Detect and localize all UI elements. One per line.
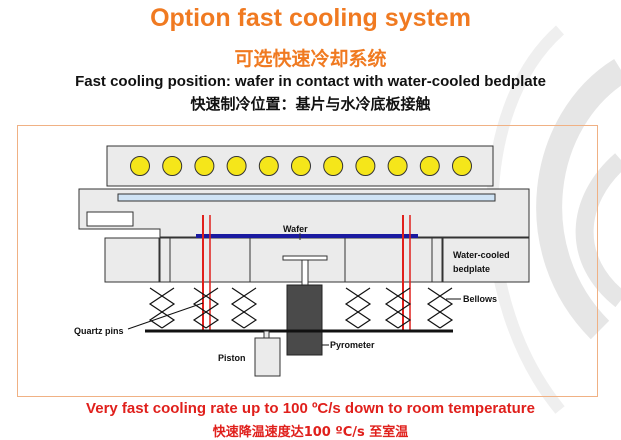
wafer: [196, 234, 418, 238]
cooling-rate-note-chinese: 快速降温速度达100 ºC/s 至室温: [212, 425, 409, 440]
subtitle-chinese: 快速制冷位置：基片与水冷底板接触: [190, 95, 431, 113]
bellows-label: Bellows: [463, 294, 497, 304]
cooling-rate-note: Very fast cooling rate up to 100 ºC/s do…: [86, 400, 535, 417]
heating-lamp: [130, 156, 150, 176]
bellows: [384, 287, 400, 329]
heating-lamp: [355, 156, 376, 176]
heating-lamp: [258, 156, 279, 176]
bellows: [426, 287, 442, 329]
wafer-label: Wafer: [283, 224, 308, 234]
bellows: [356, 287, 372, 329]
quartz-window: [117, 193, 496, 202]
pyrometer-shaft-cap: [282, 255, 328, 261]
heating-lamp: [194, 156, 215, 176]
heating-lamp: [323, 156, 344, 176]
bellows: [344, 287, 360, 329]
heating-lamp: [419, 156, 440, 176]
bedplate-left-block: [104, 237, 160, 283]
quartz-pins-pointer: [127, 302, 204, 330]
piston-rod: [263, 330, 270, 339]
bellows: [396, 287, 412, 329]
subtitle: Fast cooling position: wafer in contact …: [75, 73, 546, 90]
page-title-chinese: 可选快速冷却系统: [234, 48, 387, 70]
heating-lamp: [226, 156, 247, 176]
bedplate-label-panel: [442, 237, 530, 283]
heating-lamp: [452, 156, 472, 176]
bellows: [160, 287, 176, 329]
heating-lamp: [387, 156, 408, 176]
bedplate-label-line1: Water-cooled: [453, 250, 510, 260]
bellows: [148, 287, 164, 329]
bedplate-label-line2: bedplate: [453, 264, 490, 274]
lamp-row: [130, 156, 472, 176]
bellows: [192, 287, 208, 329]
heating-lamp: [291, 156, 311, 176]
quartz-pins-label: Quartz pins: [74, 326, 124, 336]
pyrometer: [286, 284, 323, 356]
bellows: [242, 287, 258, 329]
side-port: [86, 211, 134, 227]
diagram-frame: [17, 125, 598, 397]
bellows: [230, 287, 246, 329]
pyrometer-label: Pyrometer: [330, 340, 375, 350]
bellows: [204, 287, 220, 329]
bellows-group: [148, 287, 454, 329]
heating-lamp: [162, 156, 183, 176]
bellows: [438, 287, 454, 329]
page-title: Option fast cooling system: [150, 4, 471, 32]
pyrometer-shaft: [301, 259, 309, 287]
piston: [254, 337, 281, 377]
piston-label: Piston: [218, 353, 246, 363]
